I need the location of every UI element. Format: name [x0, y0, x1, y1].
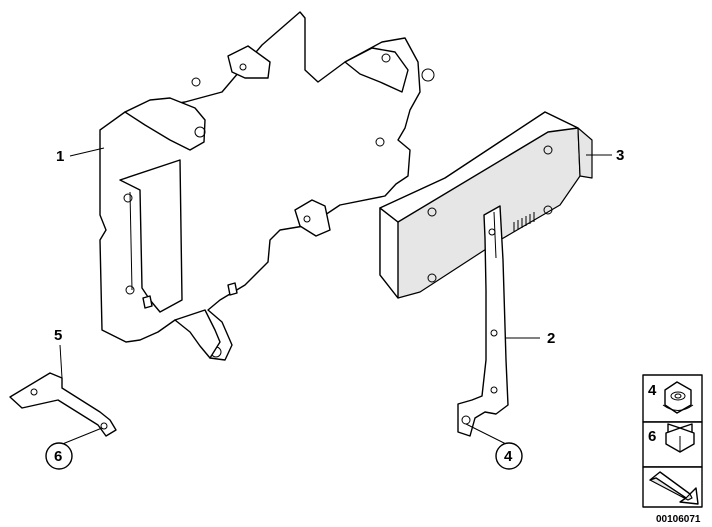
legend-item-4-label: 4	[648, 382, 657, 399]
leader-lines	[59, 147, 612, 446]
callout-6-circle: 6	[45, 442, 73, 470]
bracket-part-1	[99, 11, 435, 361]
callout-3: 3	[616, 147, 624, 164]
legend-item-6-label: 6	[648, 428, 656, 445]
diagram-number: 00106071	[656, 514, 701, 525]
direction-arrow-icon	[649, 471, 699, 505]
small-bracket-part-5	[9, 372, 117, 437]
callout-4: 4	[504, 448, 513, 465]
control-unit-part-3	[379, 111, 593, 299]
strap-part-2	[457, 205, 509, 437]
callout-4-circle: 4	[495, 442, 523, 470]
callout-5: 5	[54, 327, 62, 344]
callout-2: 2	[547, 330, 555, 347]
hardware-legend: 4 6	[642, 374, 703, 508]
callout-1: 1	[56, 148, 64, 165]
hex-nut-icon	[665, 423, 695, 453]
connector-slots	[513, 212, 535, 232]
flange-nut-icon	[662, 381, 694, 414]
callout-6: 6	[54, 448, 62, 465]
